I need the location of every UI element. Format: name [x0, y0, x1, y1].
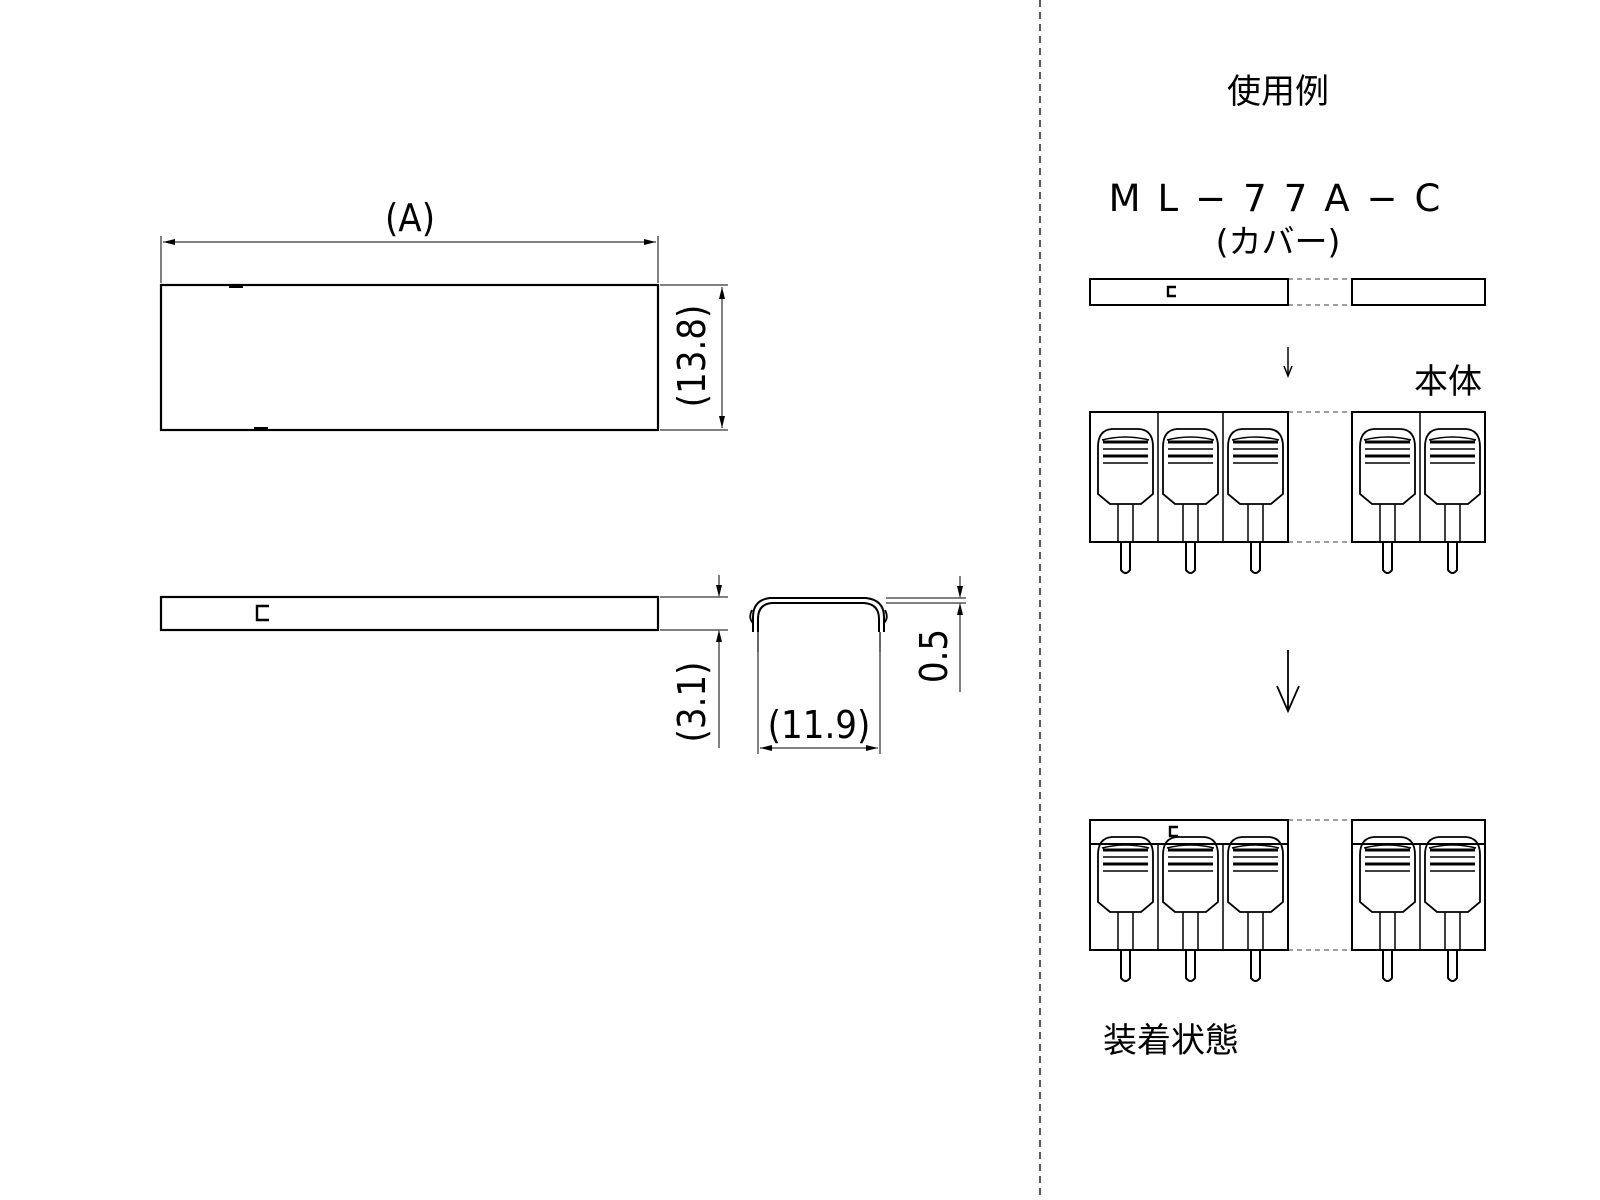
- body-label: 本体: [1414, 362, 1482, 402]
- dimension-width-label: (11.9): [768, 703, 871, 747]
- terminal-block-mounted: [1089, 819, 1486, 982]
- lead-pin: [1447, 542, 1458, 574]
- model-subtitle: (カバー): [1216, 222, 1341, 261]
- terminal-housing: [1227, 428, 1284, 505]
- body-outline: [1089, 411, 1289, 543]
- screw-head: [1101, 844, 1150, 849]
- dimension-thickness-label: (3.1): [670, 661, 714, 742]
- model-number: ML−77A−C: [1109, 177, 1458, 220]
- usage-example-title: 使用例: [1227, 72, 1329, 112]
- screw-head: [1166, 436, 1215, 441]
- screw-head: [1231, 436, 1280, 441]
- terminal-housing: [1227, 836, 1284, 913]
- dimension-wall-label: 0.5: [912, 629, 956, 683]
- cover-mark: [1168, 825, 1178, 838]
- body-outline: [1351, 411, 1486, 543]
- terminal-housing: [1097, 428, 1154, 505]
- arrow-down-small: [1283, 347, 1293, 379]
- mounted-state-label: 装着状態: [1103, 1021, 1239, 1061]
- dimension-height: (13.8): [660, 284, 728, 431]
- dimension-wall: 0.5: [886, 576, 966, 692]
- lead-pin: [1447, 950, 1458, 982]
- cover-top-view: [159, 283, 660, 432]
- terminal-housing: [1359, 836, 1416, 913]
- dimension-thickness: (3.1): [660, 575, 728, 748]
- lead-pin: [1250, 950, 1261, 982]
- lead-pin: [1382, 950, 1393, 982]
- arrow-down-large: [1276, 650, 1300, 714]
- dimension-height-label: (13.8): [670, 305, 714, 408]
- dimension-a-label: (A): [385, 196, 435, 240]
- terminal-housing: [1424, 836, 1481, 913]
- screw-head: [1363, 844, 1412, 849]
- screw-head: [1231, 844, 1280, 849]
- body-outline: [1351, 819, 1486, 951]
- screw-head: [1428, 436, 1477, 441]
- terminal-housing: [1097, 836, 1154, 913]
- lead-pin: [1120, 950, 1131, 982]
- terminal-housing: [1162, 836, 1219, 913]
- lead-pin: [1185, 542, 1196, 574]
- terminal-block-body: [1089, 411, 1486, 574]
- screw-head: [1101, 436, 1150, 441]
- terminal-housing: [1359, 428, 1416, 505]
- cover-side-view: [159, 595, 660, 632]
- lead-pin: [1120, 542, 1131, 574]
- lead-pin: [1382, 542, 1393, 574]
- dimension-a: (A): [160, 196, 659, 283]
- screw-head: [1166, 844, 1215, 849]
- lead-pin: [1250, 542, 1261, 574]
- cover-strip: [1089, 278, 1486, 306]
- cover-end-profile: [749, 597, 888, 652]
- lead-pin: [1185, 950, 1196, 982]
- screw-head: [1428, 844, 1477, 849]
- terminal-housing: [1162, 428, 1219, 505]
- dimension-width: (11.9): [757, 652, 881, 754]
- screw-head: [1363, 436, 1412, 441]
- terminal-housing: [1424, 428, 1481, 505]
- body-outline: [1089, 819, 1289, 951]
